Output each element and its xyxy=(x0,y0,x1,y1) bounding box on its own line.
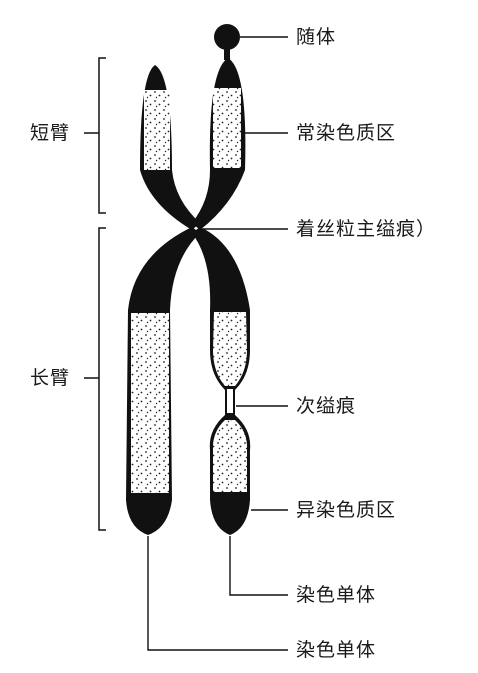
long-arm-bracket xyxy=(84,227,106,531)
satellite-label: 随体 xyxy=(296,26,337,48)
chromatid-label-1: 染色单体 xyxy=(296,584,377,606)
right-chromatid-short-arm xyxy=(192,24,246,230)
right-chromatid-long-arm xyxy=(192,227,251,535)
satellite-knob xyxy=(214,24,240,50)
left-chromatid-long-arm xyxy=(126,227,200,535)
long-arm-label: 长臂 xyxy=(30,367,71,389)
secondary-constriction-label: 次缢痕 xyxy=(296,395,357,417)
euchromatin-label: 常染色质区 xyxy=(296,122,397,144)
chromatid-label-2: 染色单体 xyxy=(296,639,377,661)
chromatid-1-leader xyxy=(229,536,288,596)
short-arm-bracket xyxy=(84,57,106,214)
left-chromatid-short-arm xyxy=(140,65,200,230)
heterochromatin-label: 异染色质区 xyxy=(296,499,397,521)
leader-lines xyxy=(147,36,288,651)
short-arm-label: 短臂 xyxy=(30,122,71,144)
chromatid-2-leader xyxy=(147,536,288,651)
centromere-label: 着丝粒主缢痕） xyxy=(296,218,437,240)
